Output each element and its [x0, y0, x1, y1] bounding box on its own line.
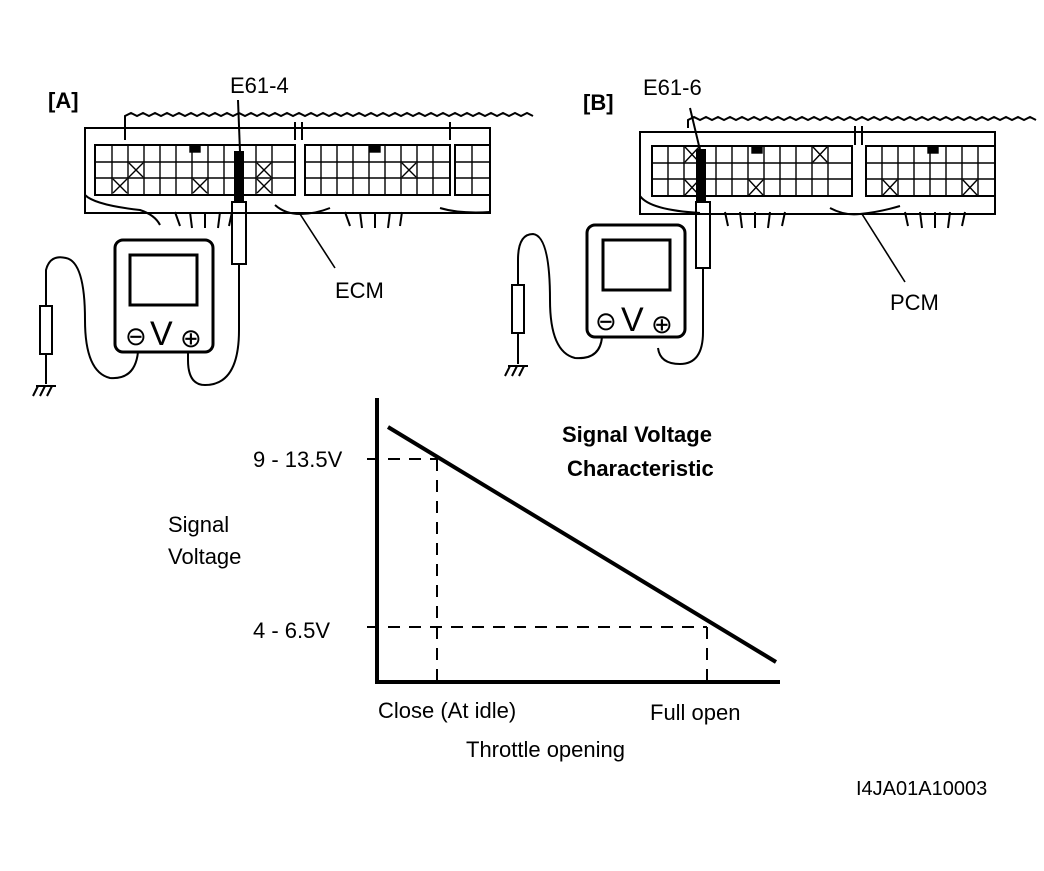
- y-axis-label-line1: Signal: [168, 512, 229, 537]
- x-tick-close: Close (At idle): [378, 698, 516, 723]
- panel-a-tag: [A]: [48, 88, 79, 113]
- panel-a-minus-terminal-icon: ⊖: [125, 321, 147, 351]
- panel-b: [B] E61-6 PCM: [504, 75, 1037, 377]
- panel-a-ground-lead: [32, 256, 139, 397]
- panel-a-volt-symbol: V: [150, 315, 173, 353]
- panel-a-module-label: ECM: [335, 278, 384, 303]
- y-tick-low: 4 - 6.5V: [253, 618, 330, 643]
- panel-a: [A] E61-4 ECM: [32, 73, 534, 397]
- ecm-connector: [84, 111, 534, 214]
- ecm-harness: [84, 194, 491, 229]
- panel-a-module-leader: [299, 213, 336, 269]
- signal-voltage-line: [386, 425, 778, 664]
- panel-b-module-leader: [861, 213, 906, 283]
- panel-b-ground-lead: [504, 232, 603, 377]
- y-tick-high: 9 - 13.5V: [253, 447, 343, 472]
- panel-a-voltmeter: ⊖ V ⊕: [113, 238, 215, 354]
- graph-title-line1: Signal Voltage: [562, 422, 712, 447]
- ecm-terminal-grid: [95, 145, 490, 195]
- signal-voltage-graph: Signal Voltage Characteristic Signal Vol…: [168, 398, 780, 762]
- panel-b-terminal-label: E61-6: [643, 75, 702, 100]
- pcm-harness: [639, 195, 966, 229]
- x-axis-label: Throttle opening: [466, 737, 625, 762]
- reference-dashes: [367, 458, 708, 682]
- graph-title-line2: Characteristic: [567, 456, 714, 481]
- panel-b-volt-symbol: V: [621, 301, 644, 339]
- panel-b-probe: [657, 107, 711, 366]
- pcm-terminal-grid: [652, 146, 995, 196]
- panel-b-voltmeter: ⊖ V ⊕: [585, 223, 687, 339]
- y-axis-label-line2: Voltage: [168, 544, 241, 569]
- panel-a-plus-terminal-icon: ⊕: [180, 323, 202, 353]
- panel-a-terminal-label: E61-4: [230, 73, 289, 98]
- figure-id: I4JA01A10003: [856, 778, 987, 800]
- panel-a-probe: [187, 99, 247, 387]
- panel-b-plus-terminal-icon: ⊕: [651, 309, 673, 339]
- x-tick-full-open: Full open: [650, 700, 741, 725]
- panel-b-module-label: PCM: [890, 290, 939, 315]
- panel-b-tag: [B]: [583, 90, 614, 115]
- panel-b-minus-terminal-icon: ⊖: [595, 306, 617, 336]
